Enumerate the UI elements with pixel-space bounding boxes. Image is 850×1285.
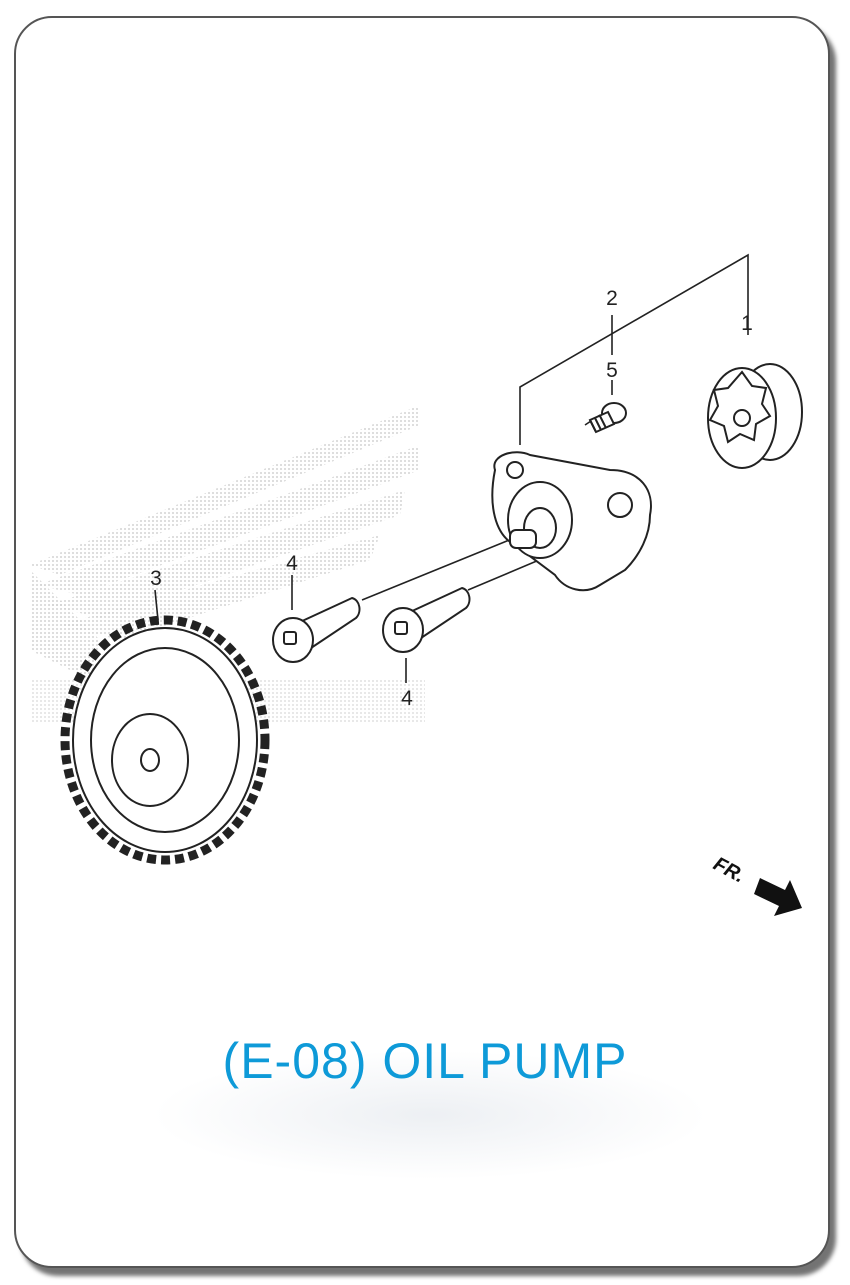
page-title: (E-08) OIL PUMP (222, 1033, 628, 1089)
inner-rotor-part (707, 363, 803, 469)
callout-1: 1 (741, 312, 753, 335)
callout-4-lower: 4 (401, 687, 413, 710)
flange-bolt-right (382, 586, 471, 653)
front-label: FR. (710, 853, 749, 888)
callout-3: 3 (150, 567, 162, 590)
callout-2: 2 (606, 287, 618, 310)
arrow-right-icon (754, 878, 802, 916)
front-direction-indicator: FR. (710, 853, 802, 916)
callout-4-upper: 4 (286, 552, 298, 575)
pump-body-part (491, 451, 652, 592)
drive-gear-part (60, 615, 270, 865)
small-screw-part (588, 402, 627, 434)
callout-5: 5 (606, 359, 618, 382)
flange-bolt-left (272, 596, 361, 663)
title-glow (150, 1050, 710, 1180)
